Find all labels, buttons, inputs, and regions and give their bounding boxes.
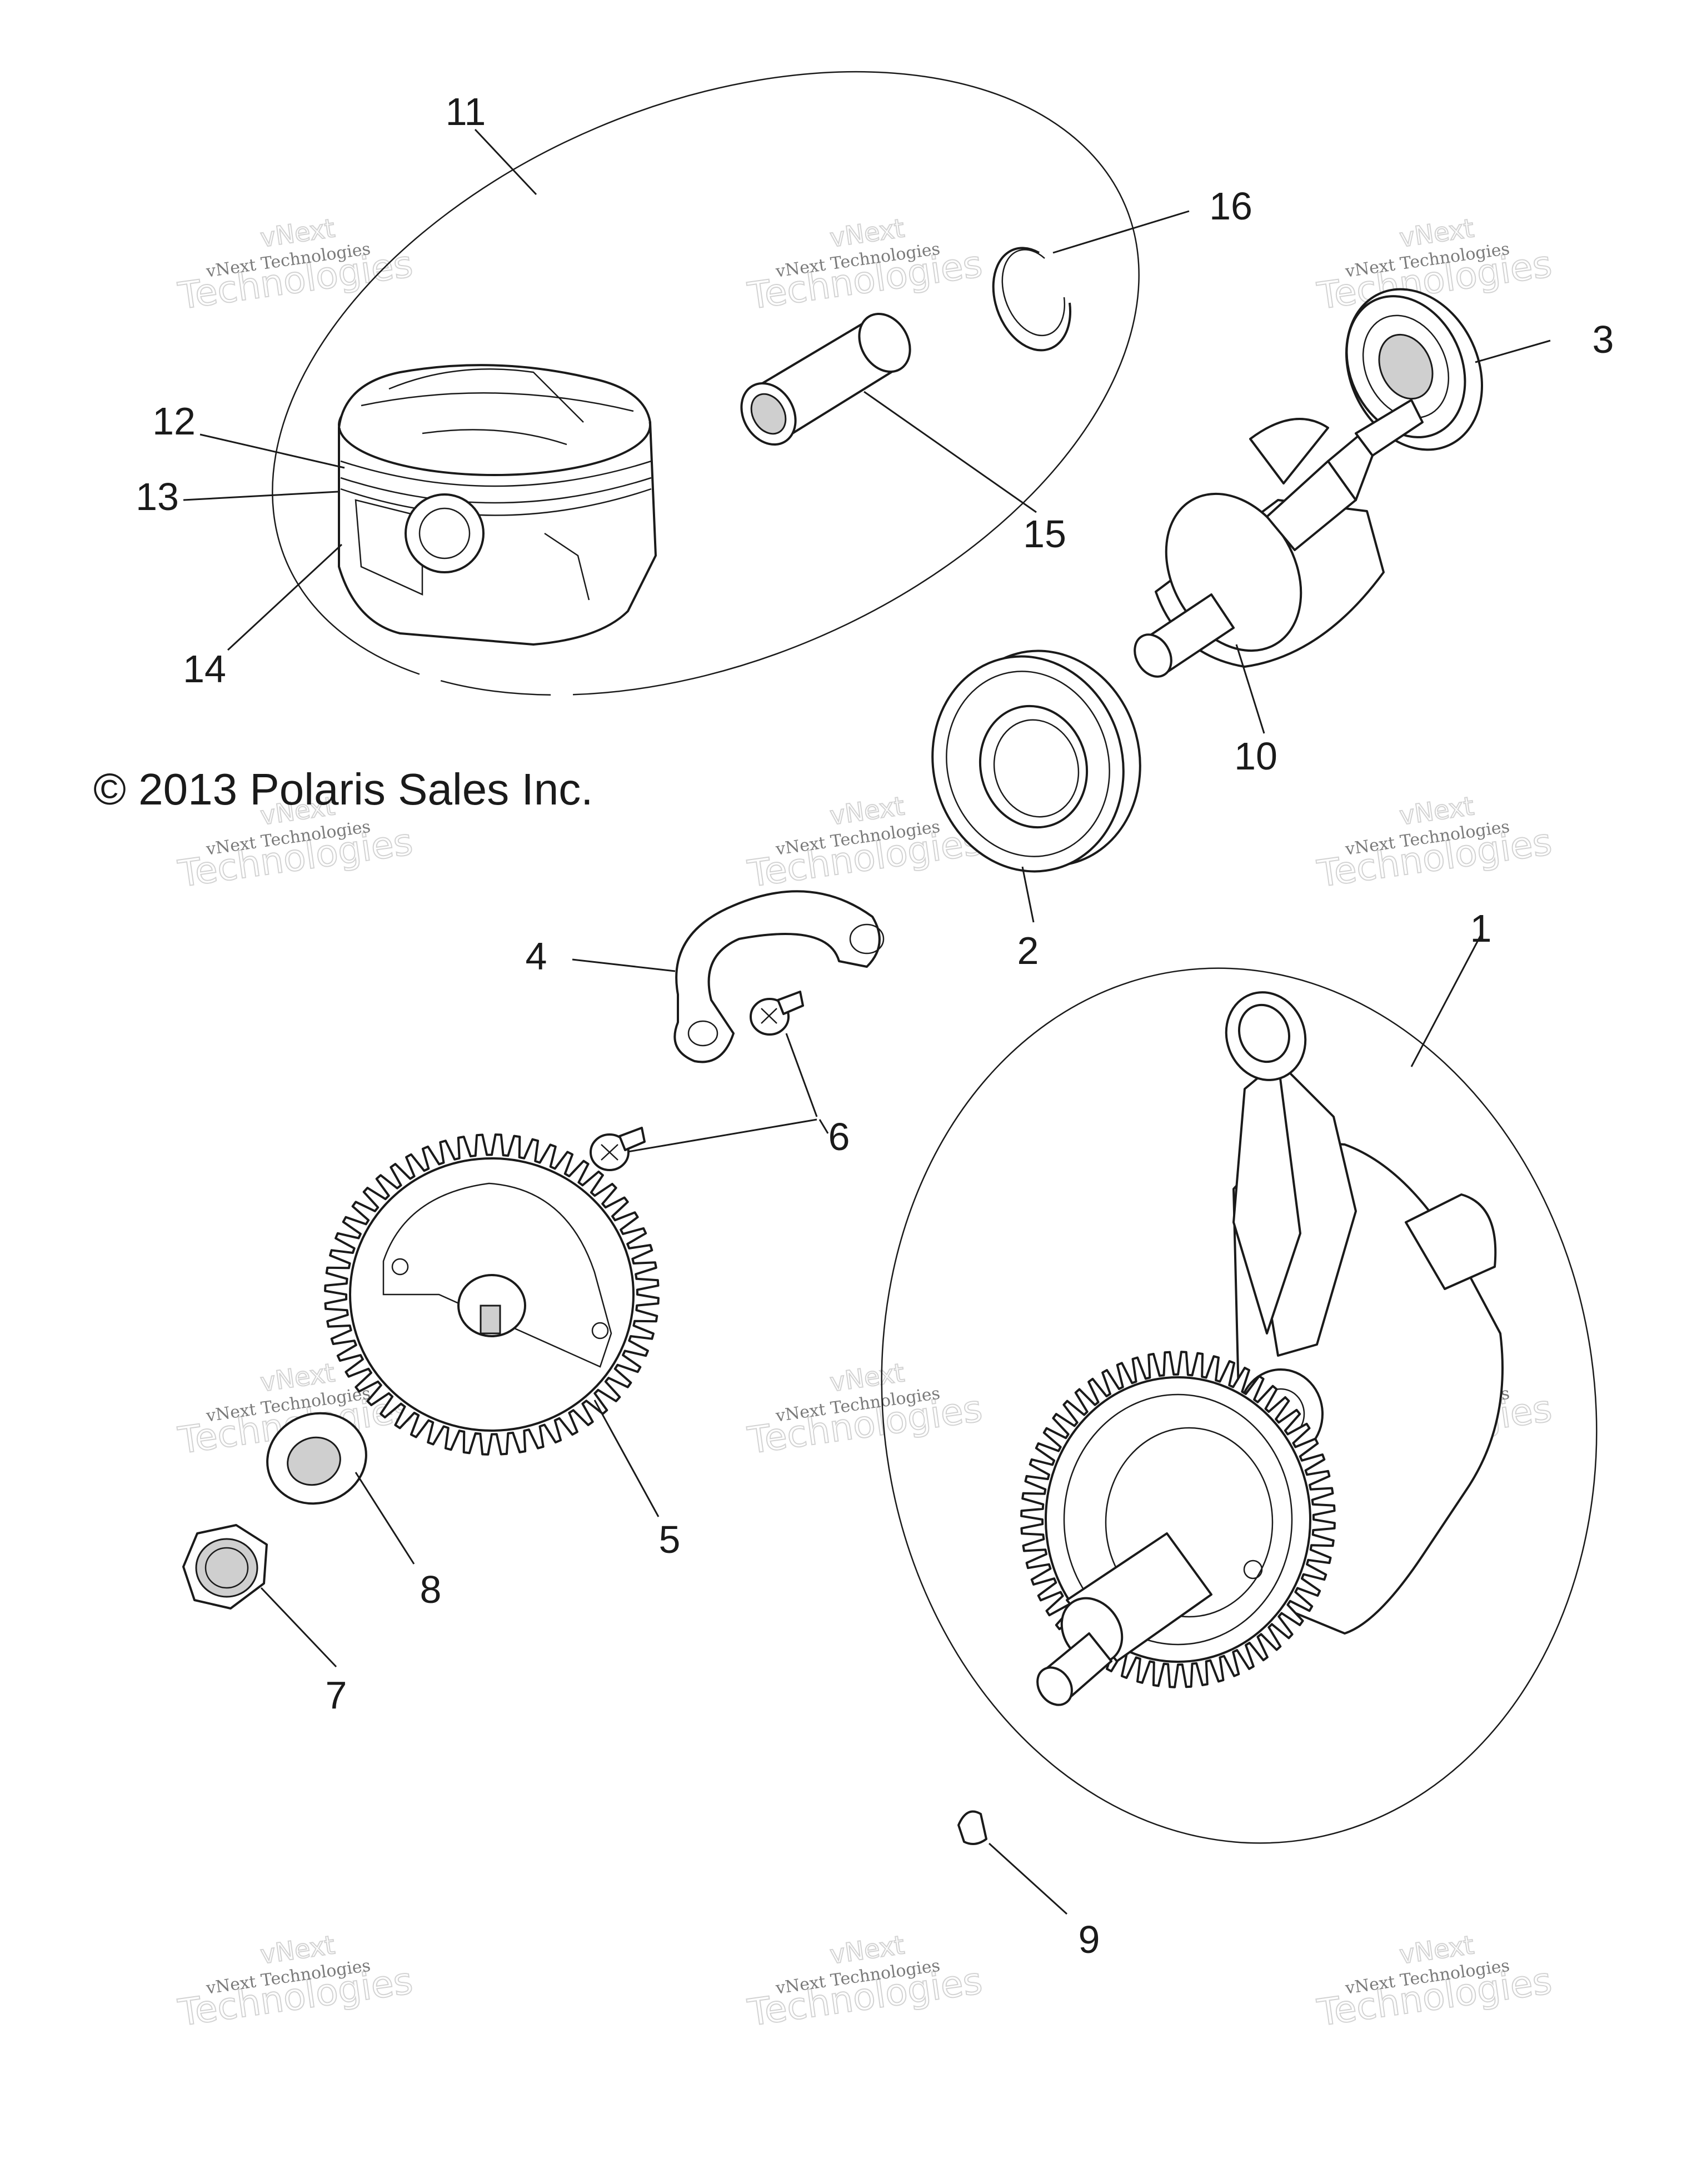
bearing-large[interactable] [909,629,1164,893]
wrist-pin[interactable] [731,304,920,454]
piston[interactable] [338,364,657,646]
callout-15: 15 [1023,512,1066,556]
callout-5: 5 [659,1518,681,1561]
copyright-notice: © 2013 Polaris Sales Inc. [93,764,593,814]
callout-4: 4 [526,934,547,978]
callout-2: 2 [1017,929,1039,972]
callout-3: 3 [1593,318,1614,361]
callout-6: 6 [828,1115,850,1158]
callout-10: 10 [1234,734,1277,778]
crankshaft-assembly-outline [881,967,1598,1844]
leader-lines [183,128,1551,1915]
woodruff-key[interactable] [957,1810,987,1845]
drive-gear[interactable] [324,1133,660,1456]
circlip[interactable] [992,247,1072,352]
callout-1: 1 [1470,907,1492,950]
callout-12: 12 [152,399,196,443]
callout-14: 14 [183,647,226,691]
bearing-small[interactable] [1321,267,1507,472]
retainer-plate[interactable] [673,890,885,1063]
callout-11: 11 [446,90,486,133]
callout-16: 16 [1209,184,1252,228]
piston-assembly-outline [272,71,1140,696]
hex-nut[interactable] [182,1524,268,1610]
screw-upper[interactable] [750,991,804,1036]
balance-shaft[interactable] [1127,399,1424,683]
crankshaft[interactable] [1020,981,1504,1712]
callout-8: 8 [420,1568,442,1611]
callout-13: 13 [136,475,179,518]
callout-labels: 1 2 3 4 5 6 7 8 9 10 11 12 13 14 15 16 [136,90,1614,1961]
screw-lower[interactable] [590,1127,646,1171]
callout-9: 9 [1079,1918,1100,1961]
washer[interactable] [254,1400,379,1517]
callout-7: 7 [326,1673,347,1717]
